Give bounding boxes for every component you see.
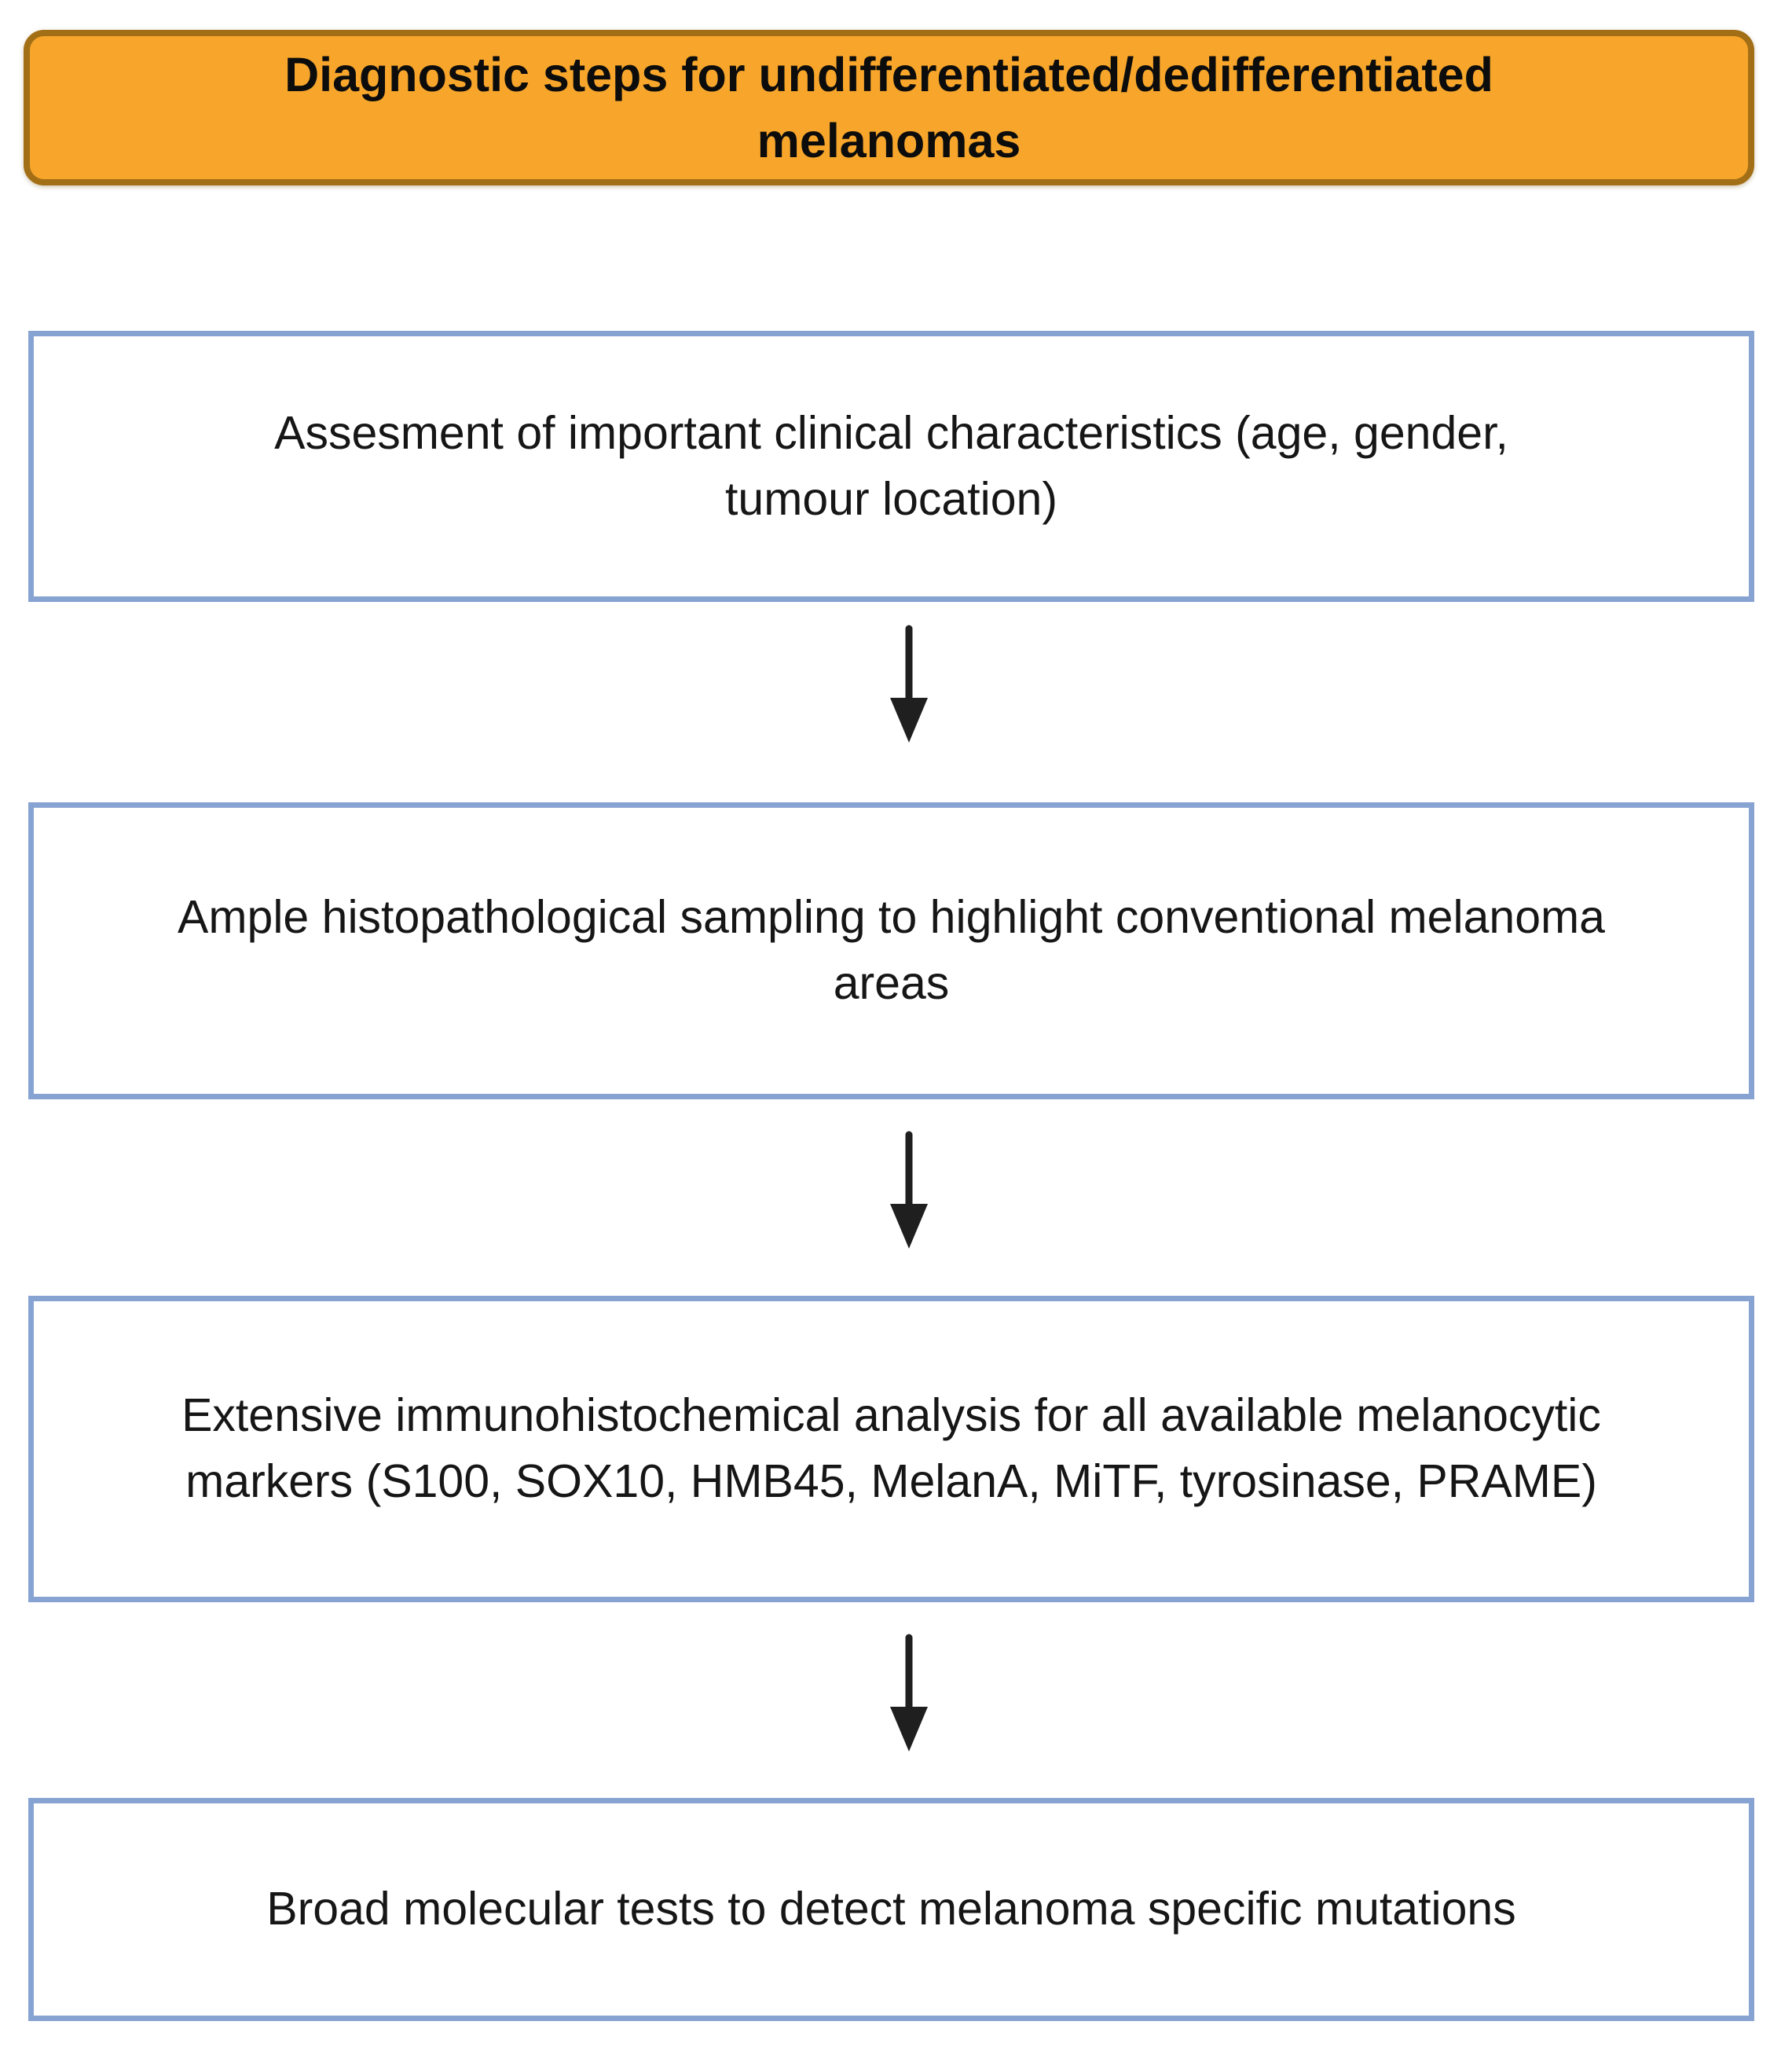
flow-step-box-clinical-assessment: Assesment of important clinical characte… — [28, 331, 1754, 602]
down-arrow-icon — [885, 1128, 933, 1253]
flow-step-label: Extensive immunohistochemical analysis f… — [181, 1389, 1601, 1507]
flow-step-box-histopathological-sampling: Ample histopathological sampling to high… — [28, 802, 1754, 1099]
down-arrow-icon — [885, 622, 933, 747]
flow-step-label: Ample histopathological sampling to high… — [178, 891, 1605, 1009]
flowchart-header-box: Diagnostic steps for undifferentiated/de… — [24, 30, 1754, 185]
flow-step-label: Assesment of important clinical characte… — [274, 406, 1508, 525]
flow-step-box-molecular-tests: Broad molecular tests to detect melanoma… — [28, 1798, 1754, 2021]
flow-step-label: Broad molecular tests to detect melanoma… — [266, 1883, 1516, 1935]
flowchart-title: Diagnostic steps for undifferentiated/de… — [284, 47, 1493, 167]
flow-step-box-immunohistochemical-analysis: Extensive immunohistochemical analysis f… — [28, 1296, 1754, 1602]
down-arrow-icon — [885, 1631, 933, 1755]
